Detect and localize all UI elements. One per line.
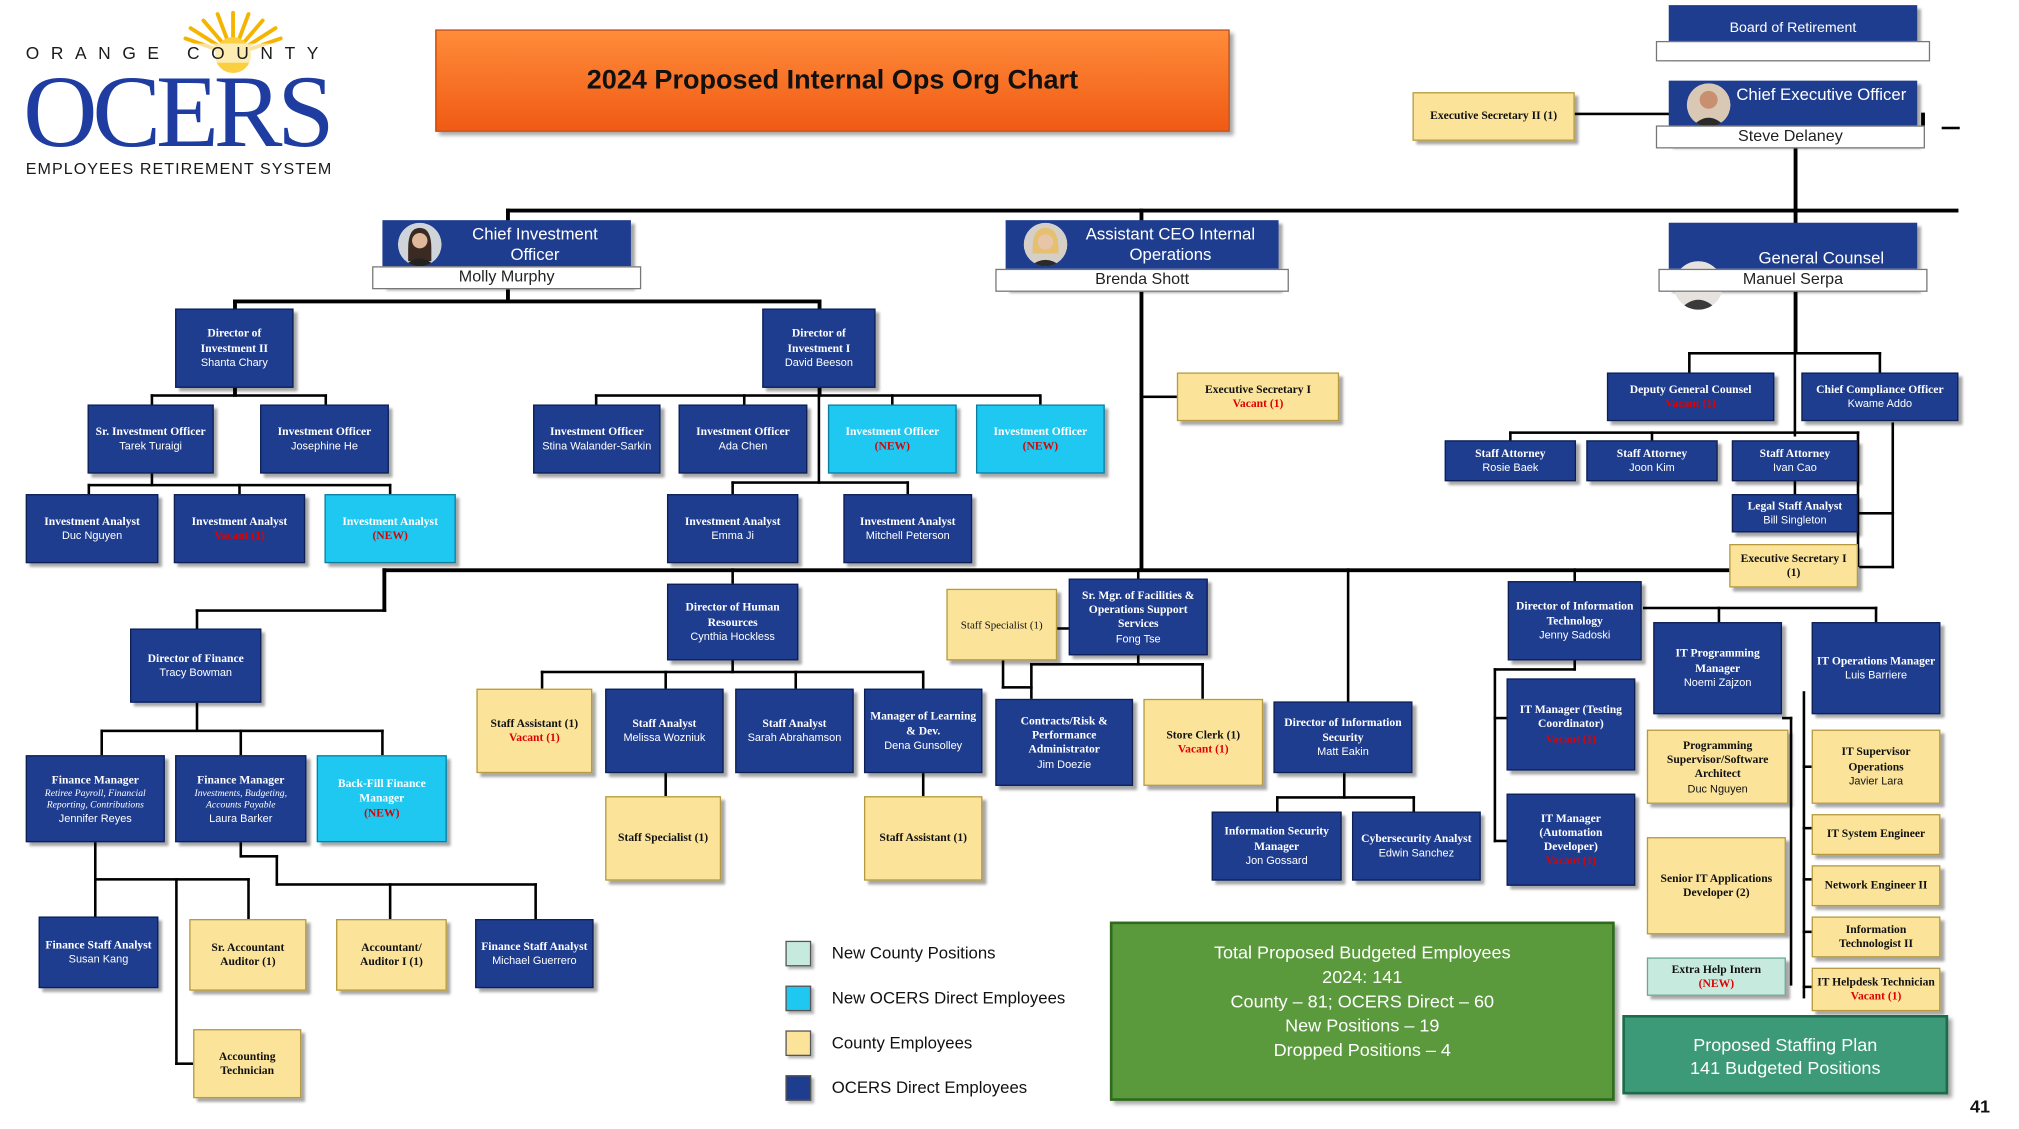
logo-sub-text: EMPLOYEES RETIREMENT SYSTEM bbox=[25, 160, 333, 178]
board-of-retirement: Board of Retirement bbox=[1655, 5, 1931, 62]
accounting-technician: Accounting Technician bbox=[193, 1029, 302, 1099]
cio-card: Chief Investment Officer Molly Murphy bbox=[372, 220, 642, 290]
ceo-title: Chief Executive Officer bbox=[1736, 84, 1907, 104]
gc-name: Manuel Serpa bbox=[1658, 268, 1928, 292]
legend-swatch-county bbox=[785, 1030, 812, 1056]
it-system-engineer: IT System Engineer bbox=[1811, 814, 1941, 856]
legend-label-county: County Employees bbox=[831, 1032, 973, 1053]
summary-split: County – 81; OCERS Direct – 60 bbox=[1230, 990, 1495, 1012]
exec-sec-i-legal: Executive Secretary I (1) bbox=[1729, 544, 1859, 588]
hr-staff-assistant: Staff Assistant (1)Vacant (1) bbox=[476, 688, 593, 774]
senior-it-apps-developer: Senior IT Applications Developer (2) bbox=[1646, 837, 1786, 935]
ceo-name: Steve Delaney bbox=[1655, 125, 1925, 149]
gc-title: General Counsel bbox=[1758, 248, 1885, 268]
inv-off-new-1: Investment Officer(NEW) bbox=[827, 404, 957, 474]
legend-swatch-new-county bbox=[785, 940, 812, 967]
information-technologist: Information Technologist II bbox=[1811, 916, 1941, 958]
legend-label-ocers: OCERS Direct Employees bbox=[831, 1077, 1028, 1097]
legend-label-new-county: New County Positions bbox=[831, 943, 996, 963]
it-manager-automation: IT Manager (Automation Developer)Vacant … bbox=[1506, 793, 1636, 886]
summary-new: New Positions – 19 bbox=[1285, 1015, 1440, 1036]
aceo-title: Assistant CEO Internal Operations bbox=[1085, 224, 1256, 264]
cio-photo bbox=[397, 222, 442, 267]
budget-summary: Total Proposed Budgeted Employees 2024: … bbox=[1109, 921, 1615, 1101]
cio-name: Molly Murphy bbox=[372, 266, 642, 290]
legend-swatch-ocers bbox=[785, 1075, 812, 1101]
extra-help-intern: Extra Help Intern(NEW) bbox=[1646, 957, 1786, 996]
ceo-photo bbox=[1686, 83, 1731, 127]
staffing-plan: Proposed Staffing Plan 141 Budgeted Posi… bbox=[1622, 1015, 1949, 1095]
plan-line-1: Proposed Staffing Plan bbox=[1693, 1034, 1878, 1055]
hr-staff-assistant-2: Staff Assistant (1) bbox=[863, 796, 983, 881]
sr-accountant-auditor: Sr. Accountant Auditor (1) bbox=[189, 919, 307, 991]
plan-line-2: 141 Budgeted Positions bbox=[1690, 1057, 1881, 1078]
staff-specialist-fac: Staff Specialist (1) bbox=[946, 588, 1058, 661]
aceo-photo bbox=[1023, 222, 1068, 267]
logo-top-text: ORANGE COUNTY bbox=[25, 43, 407, 63]
programming-supervisor: Programming Supervisor/Software Architec… bbox=[1646, 729, 1789, 804]
aceo-name: Brenda Shott bbox=[995, 268, 1289, 292]
cio-title: Chief Investment Officer bbox=[472, 224, 598, 264]
hr-staff-specialist: Staff Specialist (1) bbox=[605, 796, 722, 881]
mgr-learning-dev: Manager of Learning & Dev.Dena Gunsolley bbox=[863, 688, 983, 774]
legend-swatch-new-ocers bbox=[785, 985, 812, 1012]
aceo-card: Assistant CEO Internal Operations Brenda… bbox=[995, 220, 1289, 292]
network-engineer: Network Engineer II bbox=[1811, 865, 1941, 907]
summary-heading: Total Proposed Budgeted Employees bbox=[1213, 942, 1511, 963]
it-manager-testing: IT Manager (Testing Coordinator)Vacant (… bbox=[1506, 678, 1636, 771]
inv-analyst-new: Investment Analyst(NEW) bbox=[324, 494, 456, 564]
legend-label-new-ocers: New OCERS Direct Employees bbox=[831, 988, 1066, 1008]
ocers-logo: ORANGE COUNTY OCERS EMPLOYEES RETIREMENT… bbox=[23, 10, 409, 183]
store-clerk: Store Clerk (1)Vacant (1) bbox=[1143, 698, 1264, 786]
logo-main-text: OCERS bbox=[23, 56, 334, 169]
summary-year: 2024: 141 bbox=[1322, 966, 1403, 987]
page-number: 41 bbox=[1970, 1095, 1991, 1117]
accountant-auditor-i: Accountant/ Auditor I (1) bbox=[336, 919, 447, 991]
summary-dropped: Dropped Positions – 4 bbox=[1273, 1039, 1451, 1060]
backfill-finance-manager: Back-Fill Finance Manager(NEW) bbox=[316, 755, 447, 843]
inv-off-new-2: Investment Officer(NEW) bbox=[976, 404, 1105, 474]
contracts-risk-admin: Contracts/Risk & Performance Administrat… bbox=[995, 698, 1134, 786]
sr-mgr-facilities: Sr. Mgr. of Facilities & Operations Supp… bbox=[1068, 578, 1208, 656]
ceo-card: Chief Executive Officer Steve Delaney bbox=[1655, 80, 1925, 149]
page-title: 2024 Proposed Internal Ops Org Chart bbox=[435, 29, 1230, 132]
gc-card: General Counsel Manuel Serpa bbox=[1658, 222, 1928, 310]
exec-sec-ii: Executive Secretary II (1) bbox=[1412, 92, 1575, 141]
